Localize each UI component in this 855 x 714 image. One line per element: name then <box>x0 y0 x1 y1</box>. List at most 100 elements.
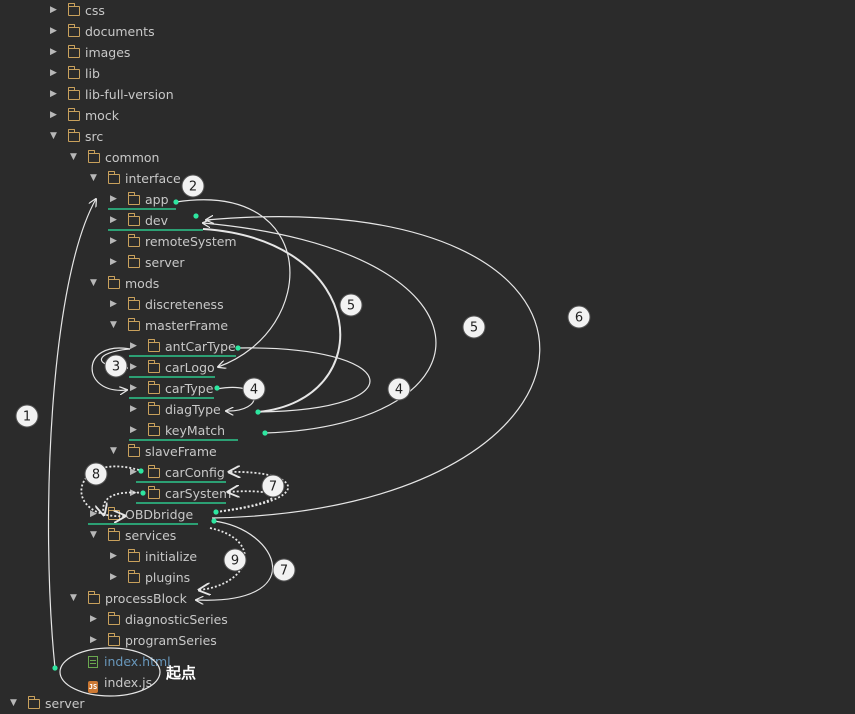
tree-item-plugins[interactable]: ▶plugins <box>110 567 190 588</box>
triangle-right-icon[interactable]: ▶ <box>130 341 137 351</box>
tree-item-slaveframe[interactable]: ▼ slaveFrame <box>110 441 217 462</box>
tree-item-mock[interactable]: ▶mock <box>50 105 119 126</box>
triangle-right-icon[interactable]: ▶ <box>90 614 97 624</box>
tree-item-lib[interactable]: ▶lib <box>50 63 100 84</box>
tree-item-label: index.html <box>104 654 171 669</box>
folder-icon <box>107 507 120 520</box>
triangle-right-icon[interactable]: ▶ <box>50 26 57 36</box>
triangle-down-icon[interactable]: ▼ <box>110 320 117 330</box>
tree-item-label: mods <box>125 276 160 291</box>
tree-item-keymatch[interactable]: ▶ keyMatch <box>130 420 225 441</box>
tree-item-label: carSystem <box>165 486 232 501</box>
tree-item-server[interactable]: ▶ server <box>110 252 185 273</box>
tree-item-antcartype[interactable]: ▶antCarType <box>130 336 236 357</box>
triangle-down-icon[interactable]: ▼ <box>70 152 77 162</box>
tree-item-css[interactable]: ▶css <box>50 0 105 21</box>
triangle-down-icon[interactable]: ▼ <box>70 593 77 603</box>
triangle-right-icon[interactable]: ▶ <box>50 110 57 120</box>
folder-icon <box>67 87 80 100</box>
tree-item-diagnosticseries[interactable]: ▶diagnosticSeries <box>90 609 228 630</box>
tree-item-obdbridge[interactable]: ▶OBDbridge <box>90 504 193 525</box>
tree-item-label: diagType <box>165 402 221 417</box>
triangle-right-icon[interactable]: ▶ <box>130 404 137 414</box>
triangle-right-icon[interactable]: ▶ <box>110 215 117 225</box>
triangle-right-icon[interactable]: ▶ <box>50 5 57 15</box>
tree-item-carsystem[interactable]: ▶ carSystem <box>130 483 231 504</box>
triangle-right-icon[interactable]: ▶ <box>110 257 117 267</box>
tree-item-label: lib-full-version <box>85 87 174 102</box>
tree-item-documents[interactable]: ▶ documents <box>50 21 155 42</box>
folder-icon <box>107 276 120 289</box>
tree-item-masterframe[interactable]: ▼masterFrame <box>110 315 228 336</box>
folder-icon <box>127 255 140 268</box>
js-file-icon: JS <box>88 681 98 693</box>
tree-item-diagtype[interactable]: ▶ diagType <box>130 399 221 420</box>
triangle-right-icon[interactable]: ▶ <box>130 425 137 435</box>
triangle-down-icon[interactable]: ▼ <box>10 698 17 708</box>
tree-item-carconfig[interactable]: ▶ carConfig <box>130 462 225 483</box>
tree-item-lib-full-version[interactable]: ▶ lib-full-version <box>50 84 174 105</box>
tree-item-label: initialize <box>145 549 198 564</box>
folder-icon <box>27 696 40 709</box>
tree-item-initialize[interactable]: ▶ initialize <box>110 546 197 567</box>
tree-item-discreteness[interactable]: ▶ discreteness <box>110 294 224 315</box>
folder-icon <box>87 150 100 163</box>
triangle-down-icon[interactable]: ▼ <box>110 446 117 456</box>
triangle-right-icon[interactable]: ▶ <box>90 635 97 645</box>
tree-item-label: src <box>85 129 104 144</box>
triangle-right-icon[interactable]: ▶ <box>110 194 117 204</box>
triangle-right-icon[interactable]: ▶ <box>90 509 97 519</box>
tree-item-services[interactable]: ▼ services <box>90 525 176 546</box>
tree-item-index-js[interactable]: JS index.js <box>70 672 152 693</box>
tree-item-interface[interactable]: ▼interface <box>90 168 181 189</box>
triangle-right-icon[interactable]: ▶ <box>130 488 137 498</box>
tree-item-label: programSeries <box>125 633 217 648</box>
triangle-right-icon[interactable]: ▶ <box>50 68 57 78</box>
folder-icon <box>67 24 80 37</box>
tree-item-label: processBlock <box>105 591 187 606</box>
triangle-right-icon[interactable]: ▶ <box>110 572 117 582</box>
tree-item-label: index.js <box>104 675 153 690</box>
triangle-down-icon[interactable]: ▼ <box>90 530 97 540</box>
tree-item-common[interactable]: ▼ common <box>70 147 159 168</box>
tree-item-index-html[interactable]: index.html <box>70 651 171 672</box>
triangle-right-icon[interactable]: ▶ <box>50 47 57 57</box>
folder-icon <box>147 339 160 352</box>
folder-icon <box>67 66 80 79</box>
tree-item-mods[interactable]: ▼ mods <box>90 273 159 294</box>
tree-item-label: remoteSystem <box>145 234 237 249</box>
tree-item-server[interactable]: ▼server <box>10 693 85 714</box>
tree-item-remotesystem[interactable]: ▶ remoteSystem <box>110 231 237 252</box>
tree-item-label: documents <box>85 24 155 39</box>
tree-item-label: carConfig <box>165 465 225 480</box>
tree-item-app[interactable]: ▶app <box>110 189 169 210</box>
triangle-right-icon[interactable]: ▶ <box>130 362 137 372</box>
triangle-right-icon[interactable]: ▶ <box>110 299 117 309</box>
tree-item-label: discreteness <box>145 297 224 312</box>
tree-item-label: server <box>145 255 185 270</box>
tree-item-images[interactable]: ▶images <box>50 42 130 63</box>
tree-item-label: common <box>105 150 160 165</box>
tree-item-label: services <box>125 528 177 543</box>
tree-item-src[interactable]: ▼ src <box>50 126 103 147</box>
tree-item-processblock[interactable]: ▼ processBlock <box>70 588 187 609</box>
triangle-right-icon[interactable]: ▶ <box>130 383 137 393</box>
tree-item-dev[interactable]: ▶dev <box>110 210 168 231</box>
triangle-right-icon[interactable]: ▶ <box>130 467 137 477</box>
triangle-right-icon[interactable]: ▶ <box>110 551 117 561</box>
triangle-right-icon[interactable]: ▶ <box>50 89 57 99</box>
triangle-down-icon[interactable]: ▼ <box>50 131 57 141</box>
tree-item-carlogo[interactable]: ▶carLogo <box>130 357 215 378</box>
folder-icon <box>107 612 120 625</box>
tree-item-label: carType <box>165 381 214 396</box>
folder-icon <box>127 444 140 457</box>
triangle-right-icon[interactable]: ▶ <box>110 236 117 246</box>
tree-item-cartype[interactable]: ▶ carType <box>130 378 213 399</box>
tree-item-label: keyMatch <box>165 423 226 438</box>
tree-item-programseries[interactable]: ▶ programSeries <box>90 630 217 651</box>
tree-item-label: slaveFrame <box>145 444 217 459</box>
folder-icon <box>127 234 140 247</box>
triangle-down-icon[interactable]: ▼ <box>90 278 97 288</box>
triangle-down-icon[interactable]: ▼ <box>90 173 97 183</box>
